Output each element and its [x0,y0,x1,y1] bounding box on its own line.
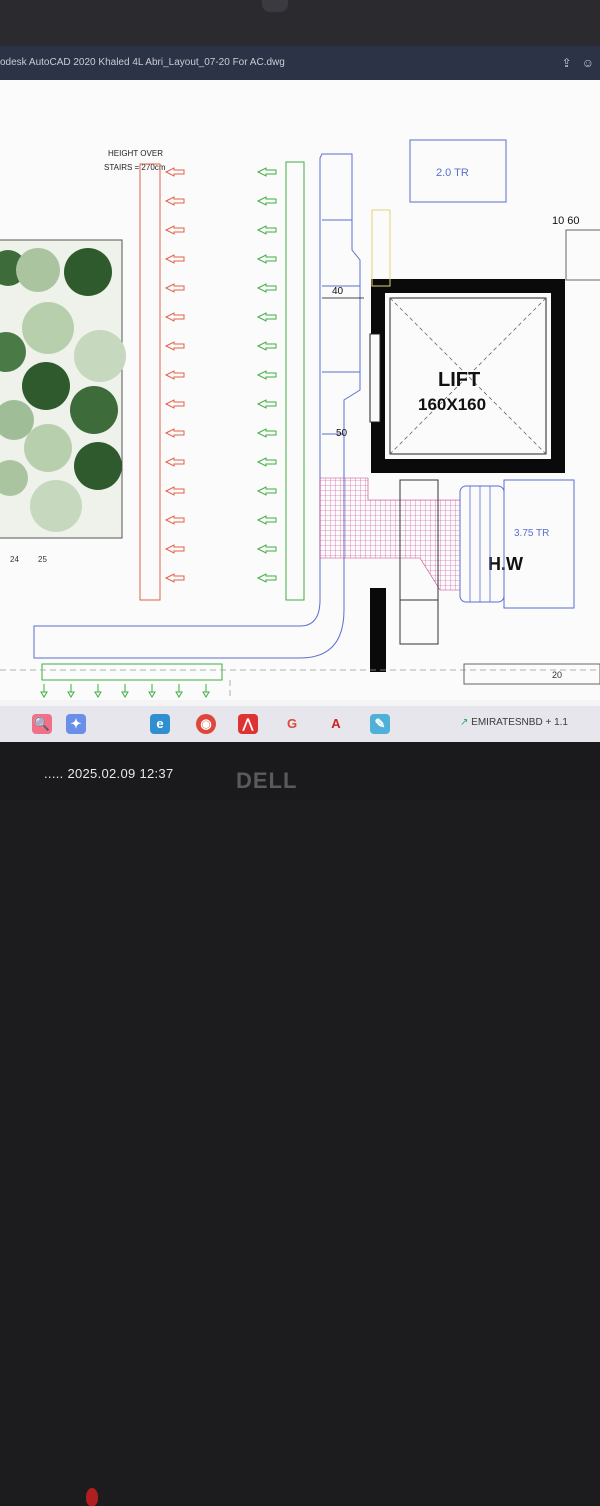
green-arrow [256,428,277,438]
search-icon[interactable]: 🔍 [32,714,52,734]
cabinet-2 [399,599,439,645]
red-direction-arrows [164,167,185,583]
lift-size-label: 160X160 [418,395,486,414]
stock-name: EMIRATESNBD [471,717,543,728]
corridor-green-outline [285,161,305,601]
green-arrow [256,283,277,293]
trend-up-icon: ↗ [460,717,469,728]
sketch-icon[interactable]: ✎ [370,714,390,734]
red-arrow [164,515,185,525]
green-arrow [256,167,277,177]
down-arrow [67,684,75,698]
google-icon[interactable]: G [286,716,298,731]
green-arrow [256,254,277,264]
cad-drawing-canvas[interactable]: 24 25 HEIGHT OVER STAIRS = 270cm 40 50 [0,80,600,700]
green-bottom-strip [41,663,223,681]
webcam [262,0,288,12]
stock-ticker[interactable]: ↗ EMIRATESNBD + 1.1 [460,717,568,728]
ac-unit-2tr-label: 2.0 TR [436,167,469,179]
green-arrow [256,544,277,554]
pdf-icon[interactable]: ⋀ [238,714,258,734]
watermark-drop-icon [86,1488,98,1506]
laptop-bezel-top [0,0,600,46]
red-arrow [164,370,185,380]
green-arrow [256,312,277,322]
trees [0,248,126,532]
red-arrow [164,399,185,409]
green-arrow [256,370,277,380]
green-arrow [256,196,277,206]
chrome-icon[interactable]: ◉ [196,714,216,734]
green-arrow [256,457,277,467]
edge-icon[interactable]: e [150,714,170,734]
green-arrow [256,225,277,235]
red-arrow [164,486,185,496]
hatched-floor-area [319,477,461,591]
autocad-icon[interactable]: A [331,716,341,731]
window-titlebar: odesk AutoCAD 2020 Khaled 4L Abri_Layout… [0,46,600,80]
down-arrow [148,684,156,698]
stair-note-line1: HEIGHT OVER [108,149,163,158]
green-arrow [256,341,277,351]
green-direction-arrows [256,167,277,583]
red-arrow [164,167,185,177]
green-down-arrows [40,684,210,698]
dimension-50: 50 [336,428,348,439]
photo-timestamp: ..... 2025.02.09 12:37 [44,766,174,781]
ac-unit-2tr [409,139,507,203]
red-arrow [164,283,185,293]
red-arrow [164,196,185,206]
down-arrow [202,684,210,698]
green-arrow [256,399,277,409]
lift-diagonal-1 [389,297,547,455]
ac-unit-3-75tr [503,479,575,609]
wall-column [370,588,386,672]
red-arrow [164,428,185,438]
lift-diagonal-2 [389,297,547,455]
lift-label: LIFT [438,369,480,391]
dimension-40: 40 [332,286,344,297]
down-arrow [121,684,129,698]
ac-unit-3-75tr-label: 3.75 TR [514,528,549,539]
laptop-screen: odesk AutoCAD 2020 Khaled 4L Abri_Layout… [0,46,600,742]
laptop-logo: DELL [236,768,298,793]
stair-note-line2: STAIRS = 270cm [104,163,166,172]
down-arrow [40,684,48,698]
dimension-top-right: 10 60 [552,215,580,227]
red-arrow [164,457,185,467]
grid-label-24: 24 [10,555,19,564]
grid-label-20: 20 [552,670,562,680]
hw-label: H.W [488,554,523,574]
laptop-bezel-bottom [0,742,600,1506]
share-icon[interactable]: ⇪ [561,56,572,70]
red-arrow [164,573,185,583]
down-arrow [94,684,102,698]
red-arrow [164,312,185,322]
user-icon[interactable]: ☺ [581,56,594,70]
flex-duct [459,485,505,603]
green-arrow [256,515,277,525]
yellow-outline-top [371,209,391,287]
window-title: odesk AutoCAD 2020 Khaled 4L Abri_Layout… [0,57,285,68]
fixture-right [565,229,600,281]
right-lower-outline [463,663,600,685]
red-arrow [164,341,185,351]
red-arrow [164,254,185,264]
down-arrow [175,684,183,698]
red-arrow [164,225,185,235]
copilot-icon[interactable]: ✦ [66,714,86,734]
green-arrow [256,486,277,496]
stock-change: + 1.1 [545,717,568,728]
grid-label-25: 25 [38,555,47,564]
lift-door-frame [369,333,381,423]
corridor-red-outline [139,163,161,601]
windows-taskbar: 🔍 ✦ e ◉ ⋀ G A ✎ ↗ EMIRATESNBD + 1.1 [0,706,600,742]
red-arrow [164,544,185,554]
green-arrow [256,573,277,583]
cad-drawing: 24 25 HEIGHT OVER STAIRS = 270cm 40 50 [0,139,600,700]
